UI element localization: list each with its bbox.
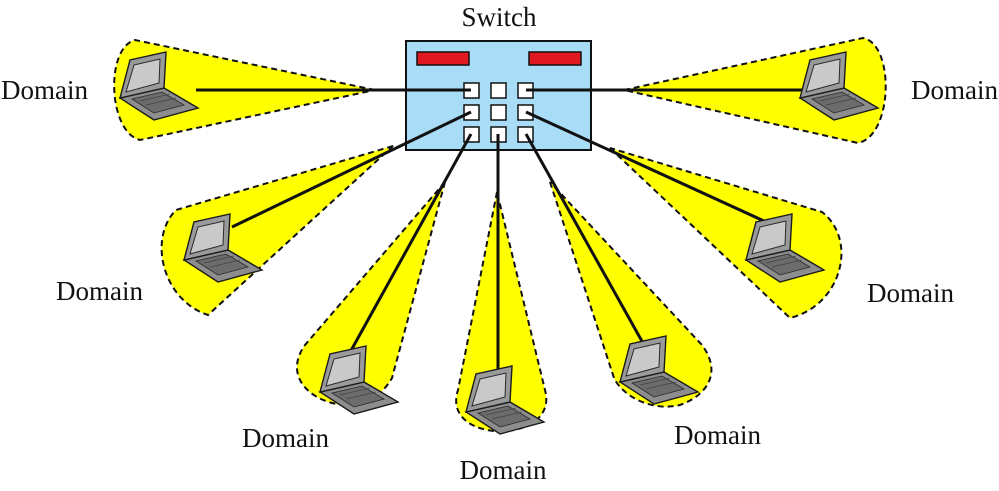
link-lower-left — [346, 133, 473, 357]
link-lower-right — [524, 133, 650, 353]
domain-label-top-left: Domain — [1, 75, 88, 105]
switch-indicator-right — [528, 51, 582, 66]
switch-port — [490, 104, 507, 121]
domain-label-mid-right: Domain — [867, 278, 954, 308]
switch-port — [463, 104, 480, 121]
switch-ports — [463, 82, 534, 143]
switch-port — [517, 104, 534, 121]
domain-label-lower-left: Domain — [242, 423, 329, 453]
domain-label-mid-left: Domain — [56, 276, 143, 306]
switch-port — [490, 82, 507, 99]
link-mid-left — [231, 110, 472, 229]
domain-label-lower-right: Domain — [674, 420, 761, 450]
domain-label-bottom-center: Domain — [460, 455, 547, 485]
cable-links — [196, 88, 806, 372]
switch-label: Switch — [461, 2, 537, 32]
switch — [405, 40, 592, 151]
link-mid-right — [525, 110, 778, 229]
domain-shape-lower-left — [296, 181, 446, 407]
domain-label-top-right: Domain — [911, 75, 998, 105]
switch-indicator-left — [416, 51, 470, 66]
domain-shape-lower-right — [549, 181, 713, 408]
